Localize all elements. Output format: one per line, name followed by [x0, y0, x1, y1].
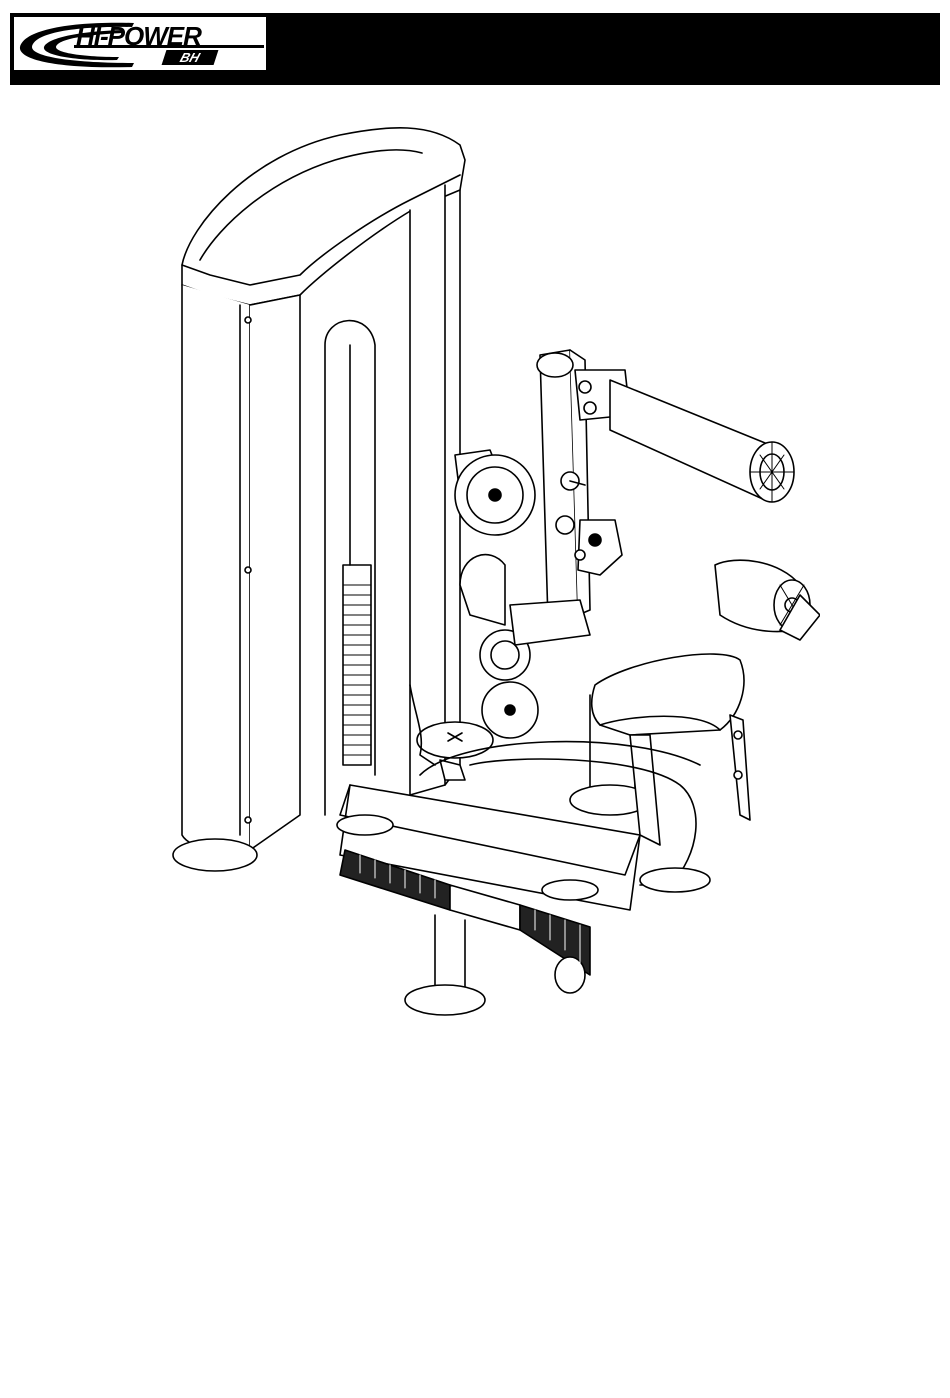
header-bar: HI-POWER BH	[10, 13, 940, 85]
seat-assembly	[510, 560, 820, 845]
machine-illustration	[160, 115, 820, 1025]
logo-model-code: BH	[162, 50, 219, 65]
logo-wordmark: HI-POWER	[76, 21, 201, 52]
weight-stack-tower	[173, 128, 465, 871]
brand-logo: HI-POWER BH	[14, 17, 266, 70]
